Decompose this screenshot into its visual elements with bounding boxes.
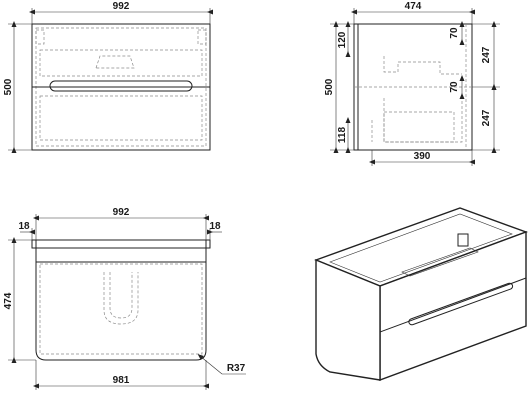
top-cabinet-outline	[35, 239, 207, 361]
top-width-label: 992	[113, 207, 130, 218]
front-width-label: 992	[113, 1, 130, 12]
top-left-edge-label: 18	[18, 221, 30, 232]
side-siphon-outline	[383, 56, 462, 75]
iso-drawer-split	[379, 277, 527, 333]
top-siphon-u-inner	[109, 272, 133, 319]
side-inner-depth-label: 390	[414, 151, 431, 162]
front-siphon-cutout	[95, 55, 135, 69]
front-upper-drawer-box	[39, 49, 203, 77]
side-drawer-top-label: 70	[449, 27, 460, 39]
side-drawer-mid-label: 70	[449, 81, 460, 93]
top-radius-leader	[197, 354, 223, 375]
side-lower-drawer-inner	[383, 111, 455, 143]
top-back-rail	[31, 239, 211, 249]
front-view: 992 500	[3, 1, 213, 153]
iso-top-slot	[401, 247, 479, 277]
side-upper-height-label: 247	[481, 46, 492, 63]
front-bracket-right	[197, 29, 207, 45]
front-handle	[49, 80, 193, 92]
side-bottom-offset-label: 118	[337, 126, 348, 143]
front-lower-drawer-box	[39, 95, 203, 141]
side-view: 474 500 120 118 70 70 247 247 390	[324, 1, 500, 166]
side-lower-drawer-box	[383, 98, 463, 143]
iso-top-inner-rim	[329, 213, 513, 283]
front-bracket-left	[35, 29, 45, 45]
top-radius-label: R37	[227, 363, 246, 374]
front-height-label: 500	[3, 78, 14, 95]
side-height-label: 500	[324, 78, 335, 95]
top-view: 992 18 18 474 981 R37	[3, 207, 246, 390]
top-right-edge-label: 18	[209, 221, 221, 232]
iso-bracket	[457, 233, 469, 247]
top-siphon-u-outer	[103, 272, 139, 325]
top-depth-label: 474	[3, 292, 14, 309]
iso-handle	[408, 282, 514, 326]
side-lower-height-label: 247	[481, 109, 492, 126]
top-inner-width-label: 981	[113, 375, 130, 386]
side-top-offset-label: 120	[337, 31, 348, 48]
iso-side-face	[315, 258, 381, 381]
top-drawer-box	[39, 263, 203, 355]
side-depth-label: 474	[405, 1, 422, 12]
isometric-view	[314, 207, 529, 382]
